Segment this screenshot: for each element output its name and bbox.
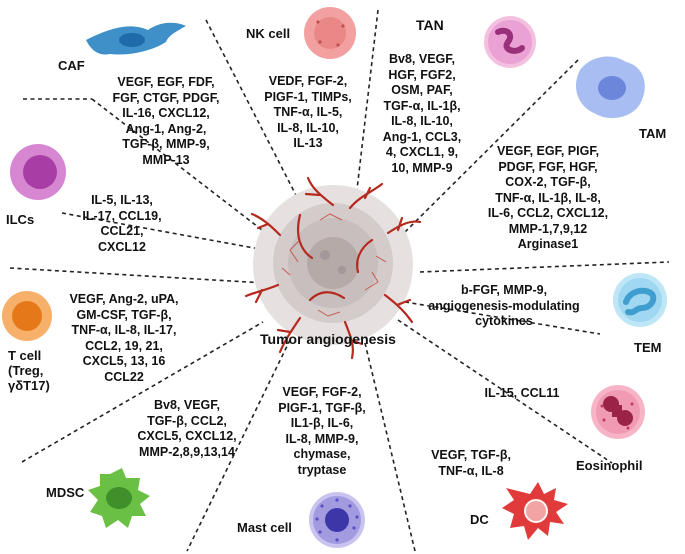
tam-factors: VEGF, EGF, PIGF, PDGF, FGF, HGF, COX-2, … — [487, 144, 609, 251]
spoke-tem-top — [419, 261, 670, 273]
nk-cell-factors: VEDF, FGF-2, PIGF-1, TIMPs, TNF-α, IL-5,… — [264, 74, 352, 150]
tcell-graphic — [2, 291, 52, 341]
tan-label: TAN — [416, 17, 444, 33]
spoke-tam — [404, 59, 579, 233]
mast-cell-label: Mast cell — [237, 520, 292, 535]
eosinophil-label: Eosinophil — [576, 458, 643, 473]
spoke-dc — [364, 342, 416, 552]
caf-label: CAF — [58, 58, 85, 73]
ilcs-factors: IL-5, IL-13, IL-17, CCL19, CCL21, CXCL12 — [82, 193, 162, 254]
mdsc-cell-graphic — [88, 468, 150, 528]
tcell-label: T cell (Treg, γδT17) — [8, 348, 50, 393]
mast-cell-factors: VEGF, FGF-2, PIGF-1, TGF-β, IL1-β, IL-6,… — [278, 385, 366, 477]
spoke-eos — [397, 319, 613, 464]
dc-factors: VEGF, TGF-β, TNF-α, IL-8 — [431, 448, 511, 478]
spoke-tan — [355, 9, 379, 199]
caf-factors: VEGF, EGF, FDF, FGF, CTGF, PDGF, IL-16, … — [112, 75, 220, 167]
tcell-factors: VEGF, Ang-2, uPA, GM-CSF, TGF-β, TNF-α, … — [69, 292, 179, 384]
tem-cell-graphic — [613, 273, 667, 327]
spoke-caf — [91, 98, 263, 231]
mdsc-label: MDSC — [46, 485, 85, 500]
mast-cell-graphic — [309, 492, 365, 548]
tem-factors: b-FGF, MMP-9, angiogenesis-modulating cy… — [428, 283, 580, 328]
eosinophil-cell-graphic — [591, 385, 645, 439]
spoke-tem-bottom — [404, 301, 601, 335]
ilcs-cell-graphic — [10, 144, 66, 200]
center-title: Tumor angiogenesis — [260, 331, 396, 347]
eosinophil-factors: IL-15, CCL11 — [484, 386, 560, 400]
spoke-tcell — [9, 267, 266, 284]
tem-label: TEM — [634, 340, 662, 355]
tumor-graphic — [244, 176, 422, 360]
tam-label: TAM — [639, 126, 667, 141]
mdsc-factors: Bv8, VEGF, TGF-β, CCL2, CXCL5, CXCL12, M… — [137, 398, 237, 459]
spoke-mast — [186, 339, 291, 552]
nk-cell-label: NK cell — [246, 26, 291, 41]
spokes — [9, 9, 670, 552]
tam-cell-graphic — [575, 56, 645, 119]
ilcs-label: ILCs — [6, 212, 35, 227]
dc-cell-graphic — [502, 482, 568, 540]
tan-factors: Bv8, VEGF, HGF, FGF2, OSM, PAF, TGF-α, I… — [382, 52, 462, 175]
dc-label: DC — [470, 512, 489, 527]
tan-cell-graphic — [484, 16, 536, 68]
caf-cell-graphic — [86, 22, 186, 55]
spoke-mdsc — [21, 321, 264, 463]
nk-cell-graphic — [304, 7, 356, 59]
